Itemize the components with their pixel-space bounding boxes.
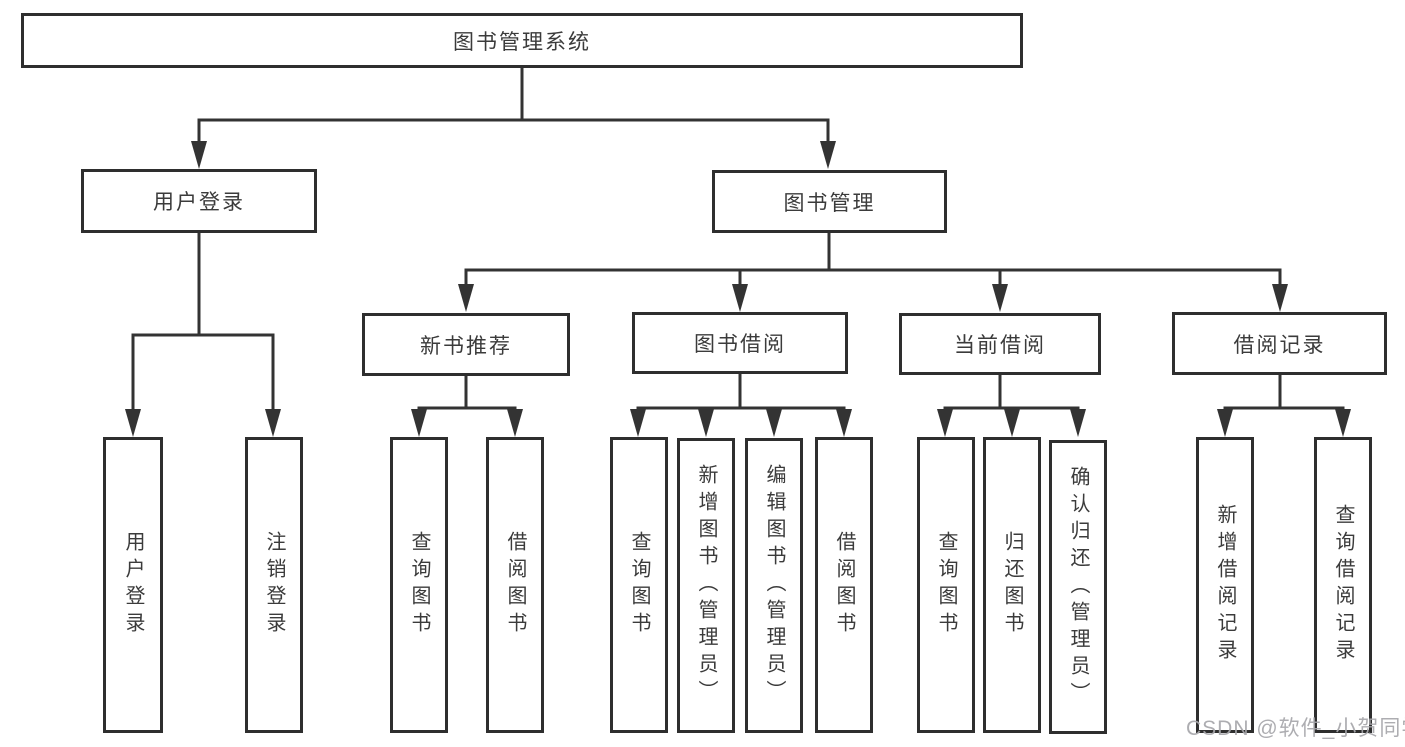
node-new-book-group: 新书推荐	[362, 313, 570, 376]
node-borrow-group: 图书借阅	[632, 312, 848, 374]
node-leaf-rec-query-label: 查询借阅记录	[1332, 504, 1354, 666]
node-leaf-user-login-label: 用户登录	[122, 531, 144, 639]
node-leaf-bw-add-label: 新增图书（管理员）	[695, 464, 717, 707]
node-borrow-group-label: 图书借阅	[694, 333, 786, 356]
node-leaf-user-login: 用户登录	[103, 437, 163, 733]
node-leaf-bw-edit: 编辑图书（管理员）	[745, 438, 803, 733]
node-leaf-bw-borrow-label: 借阅图书	[833, 531, 855, 639]
node-leaf-bw-borrow: 借阅图书	[815, 437, 873, 733]
node-leaf-cur-query-label: 查询图书	[935, 531, 957, 639]
node-book-mgmt-branch-label: 图书管理	[783, 191, 876, 215]
node-user-login-branch: 用户登录	[81, 169, 317, 233]
node-leaf-cur-return-label: 归还图书	[1001, 531, 1023, 639]
node-leaf-cur-confirm: 确认归还（管理员）	[1049, 440, 1107, 734]
node-leaf-bw-query-label: 查询图书	[628, 531, 650, 639]
node-current-group-label: 当前借阅	[954, 334, 1046, 357]
node-root: 图书管理系统	[21, 13, 1023, 68]
node-leaf-rec-add-label: 新增借阅记录	[1214, 504, 1236, 666]
node-leaf-cur-query: 查询图书	[917, 437, 975, 733]
node-root-label: 图书管理系统	[453, 30, 591, 54]
node-leaf-bw-edit-label: 编辑图书（管理员）	[763, 464, 785, 707]
node-leaf-bw-query: 查询图书	[610, 437, 668, 733]
csdn-watermark: CSDN @软件_小贺同学	[1186, 717, 1405, 740]
node-leaf-logout: 注销登录	[245, 437, 303, 733]
node-new-book-group-label: 新书推荐	[420, 334, 512, 358]
node-leaf-rec-query: 查询借阅记录	[1314, 437, 1372, 733]
node-records-group: 借阅记录	[1172, 312, 1387, 375]
node-leaf-nb-borrow: 借阅图书	[486, 437, 544, 733]
node-leaf-logout-label: 注销登录	[263, 531, 285, 639]
node-leaf-cur-confirm-label: 确认归还（管理员）	[1067, 465, 1089, 709]
node-leaf-bw-add: 新增图书（管理员）	[677, 438, 735, 733]
node-leaf-nb-query-label: 查询图书	[408, 531, 430, 639]
arrowheads	[125, 141, 1351, 437]
node-leaf-cur-return: 归还图书	[983, 437, 1041, 733]
node-leaf-rec-add: 新增借阅记录	[1196, 437, 1254, 733]
node-current-group: 当前借阅	[899, 313, 1101, 375]
node-leaf-nb-query: 查询图书	[390, 437, 448, 733]
node-user-login-branch-label: 用户登录	[153, 191, 245, 214]
node-book-mgmt-branch: 图书管理	[712, 170, 947, 233]
node-records-group-label: 借阅记录	[1233, 333, 1326, 357]
node-leaf-nb-borrow-label: 借阅图书	[504, 531, 526, 639]
